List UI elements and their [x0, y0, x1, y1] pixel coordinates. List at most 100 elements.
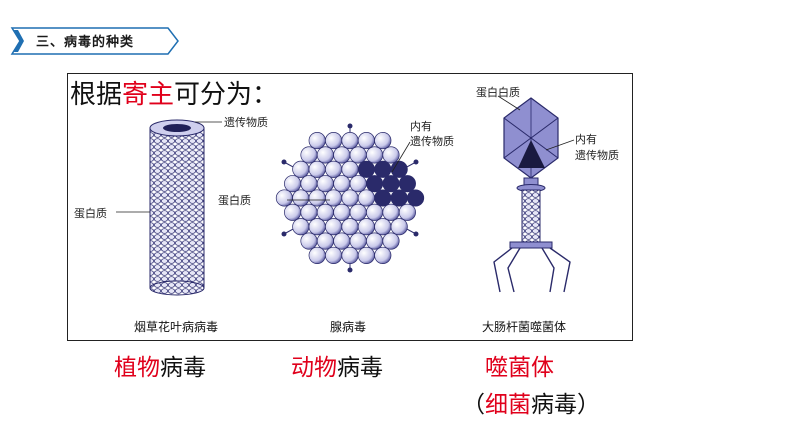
adeno-capsomere	[325, 160, 343, 178]
adeno-capsomere	[284, 175, 302, 193]
adeno-capsomere	[382, 175, 400, 193]
category-animal-virus: 动物病毒	[291, 348, 383, 382]
adeno-capsomere	[357, 246, 375, 264]
adeno-capsomere	[341, 218, 359, 236]
adeno-capsomere	[390, 189, 408, 207]
adeno-capsomere	[284, 203, 302, 221]
category-bacteria-rest: 病毒	[531, 392, 577, 418]
adeno-capsomere	[341, 160, 359, 178]
adeno-capsomere	[275, 189, 293, 207]
adeno-capsomere	[349, 146, 367, 164]
adeno-spike-tip	[413, 231, 419, 237]
adeno-capsomere	[349, 232, 367, 250]
adeno-capsomere	[382, 146, 400, 164]
adeno-spike-tip	[281, 231, 287, 237]
adeno-capsomere	[292, 218, 310, 236]
tobacco-protein-label: 蛋白质	[74, 207, 107, 220]
adeno-capsomere	[308, 189, 326, 207]
adeno-capsomere	[357, 218, 375, 236]
adeno-capsomere	[390, 160, 408, 178]
adeno-genetic-label: 遗传物质	[410, 135, 454, 148]
adeno-capsomere	[390, 218, 408, 236]
adeno-capsomere	[374, 132, 392, 150]
adeno-capsomere	[325, 218, 343, 236]
heading-suffix: 可分为：	[174, 80, 279, 110]
adeno-protein-label: 蛋白质	[218, 194, 251, 207]
adeno-capsomere	[341, 246, 359, 264]
category-plant-rest: 病毒	[160, 355, 206, 381]
adeno-capsomere	[398, 175, 416, 193]
adeno-caption: 腺病毒	[330, 320, 367, 334]
tobacco-mosaic-virus-drawing	[116, 119, 222, 296]
adeno-capsomere	[374, 246, 392, 264]
adeno-capsomere	[325, 189, 343, 207]
tobacco-genetic-label: 遗传物质	[224, 116, 268, 129]
adeno-capsomere	[308, 132, 326, 150]
adeno-capsomere	[357, 160, 375, 178]
adeno-capsomere	[382, 232, 400, 250]
adeno-capsomere	[308, 160, 326, 178]
adeno-capsomere	[333, 146, 351, 164]
adeno-capsomere	[366, 232, 384, 250]
adeno-capsomere	[374, 218, 392, 236]
adeno-capsomere	[357, 189, 375, 207]
section-tab	[10, 26, 180, 56]
adeno-capsomere	[333, 175, 351, 193]
category-animal-rest: 病毒	[337, 355, 383, 381]
adeno-capsomere	[366, 146, 384, 164]
page-heading: 根据寄主可分为：	[70, 74, 283, 111]
paren-close: ）	[577, 392, 600, 418]
category-phage-highlight: 噬菌体	[485, 355, 554, 381]
adeno-capsomere	[349, 203, 367, 221]
adeno-capsomere	[325, 132, 343, 150]
adeno-capsomere	[349, 175, 367, 193]
phage-inner-label: 内有	[575, 133, 597, 146]
adeno-capsomere	[333, 203, 351, 221]
adeno-capsomere	[333, 232, 351, 250]
phage-protein-label: 蛋白白质	[476, 86, 520, 99]
adeno-capsomere	[300, 232, 318, 250]
adeno-spike-tip	[281, 159, 287, 165]
adeno-capsomere	[292, 189, 310, 207]
adeno-capsomere	[366, 175, 384, 193]
phage-drawing	[493, 95, 575, 293]
category-phage: 噬菌体	[485, 348, 554, 382]
adeno-spike-tip	[347, 267, 353, 273]
adeno-capsomere	[308, 246, 326, 264]
adeno-label-pointer	[391, 141, 411, 173]
phage-genetic-label: 遗传物质	[575, 149, 619, 162]
adeno-capsomere	[382, 203, 400, 221]
adeno-capsomere	[316, 203, 334, 221]
adeno-capsomere	[300, 146, 318, 164]
category-plant-virus: 植物病毒	[114, 348, 206, 382]
heading-highlight: 寄主	[122, 80, 175, 110]
heading-prefix: 根据	[70, 80, 123, 110]
category-plant-highlight: 植物	[114, 355, 160, 381]
category-bacterial-virus: （细菌病毒）	[462, 385, 600, 419]
adeno-capsomere	[316, 146, 334, 164]
adeno-capsomere	[366, 203, 384, 221]
adeno-capsomere	[300, 175, 318, 193]
adeno-inner-label: 内有	[410, 120, 432, 133]
adeno-capsomere	[398, 203, 416, 221]
category-bacteria-highlight: 细菌	[485, 392, 531, 418]
adeno-capsomere	[407, 189, 425, 207]
adeno-capsomere	[292, 160, 310, 178]
phage-caption: 大肠杆菌噬菌体	[482, 320, 567, 334]
adeno-capsomere	[374, 160, 392, 178]
adenovirus-drawing	[275, 123, 425, 273]
adeno-capsomere	[341, 132, 359, 150]
adeno-capsomere	[325, 246, 343, 264]
section-tab-shape	[10, 27, 179, 55]
adeno-spike-tip	[413, 159, 419, 165]
adeno-capsomere	[300, 203, 318, 221]
adeno-capsomere	[357, 132, 375, 150]
adeno-capsomere	[374, 189, 392, 207]
adeno-capsomere	[316, 175, 334, 193]
section-title: 三、病毒的种类	[36, 35, 135, 50]
tobacco-caption: 烟草花叶病病毒	[134, 320, 219, 334]
adeno-capsomere	[308, 218, 326, 236]
adeno-capsomere	[316, 232, 334, 250]
category-animal-highlight: 动物	[291, 355, 337, 381]
